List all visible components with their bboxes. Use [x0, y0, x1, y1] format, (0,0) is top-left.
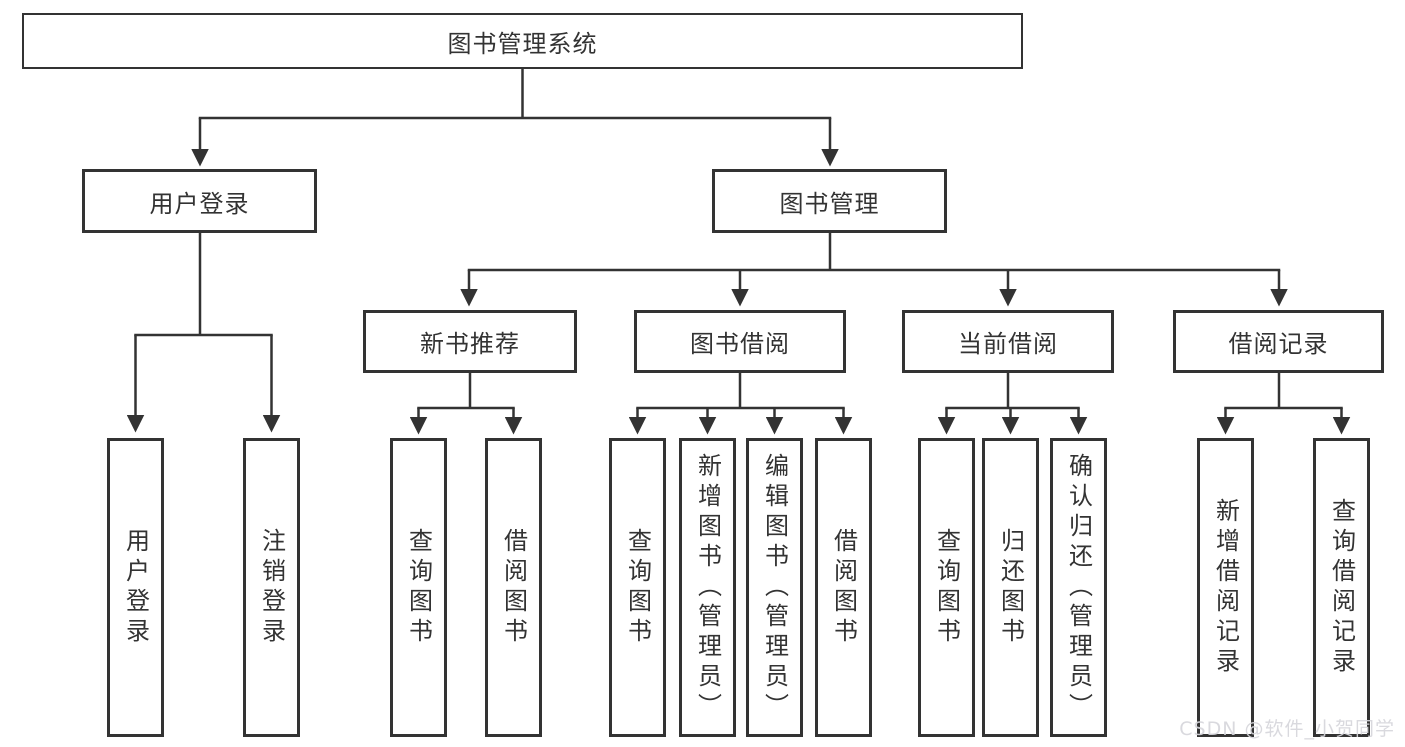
node-user-login-label: 用户登录	[149, 189, 250, 218]
leaf-edit-books-admin: 编辑图书（管理员）	[746, 438, 803, 737]
leaf-return-books-label: 归还图书	[996, 527, 1025, 648]
leaf-query-borrow-record-label: 查询借阅记录	[1327, 497, 1356, 678]
leaf-recommend-query-books: 查询图书	[390, 438, 447, 737]
node-current-borrow-label: 当前借阅	[958, 330, 1058, 358]
node-book-management-label: 图书管理	[779, 189, 880, 218]
leaf-add-books-admin: 新增图书（管理员）	[679, 438, 736, 737]
leaf-borrow-books-label: 借阅图书	[829, 527, 858, 648]
node-new-book-recommend: 新书推荐	[363, 310, 577, 373]
node-book-borrow: 图书借阅	[634, 310, 846, 373]
leaf-logout-label: 注销登录	[257, 527, 286, 648]
leaf-add-books-admin-label: 新增图书（管理员）	[693, 452, 722, 723]
leaf-user-login-label: 用户登录	[121, 527, 150, 648]
watermark: CSDN @软件_小贺同学	[1179, 718, 1395, 740]
node-root: 图书管理系统	[22, 13, 1023, 69]
leaf-borrow-query-books: 查询图书	[609, 438, 666, 737]
node-new-book-recommend-label: 新书推荐	[420, 330, 520, 358]
leaf-current-query-books: 查询图书	[918, 438, 975, 737]
leaf-add-borrow-record: 新增借阅记录	[1197, 438, 1254, 737]
leaf-recommend-query-books-label: 查询图书	[404, 527, 433, 648]
leaf-logout: 注销登录	[243, 438, 300, 737]
leaf-edit-books-admin-label: 编辑图书（管理员）	[760, 452, 789, 723]
leaf-confirm-return-admin: 确认归还（管理员）	[1050, 438, 1107, 737]
node-book-borrow-label: 图书借阅	[690, 330, 790, 358]
node-borrow-records-label: 借阅记录	[1228, 330, 1329, 358]
leaf-query-borrow-record: 查询借阅记录	[1313, 438, 1370, 737]
node-root-label: 图书管理系统	[447, 29, 598, 58]
node-borrow-records: 借阅记录	[1173, 310, 1384, 373]
leaf-add-borrow-record-label: 新增借阅记录	[1211, 497, 1240, 678]
leaf-return-books: 归还图书	[982, 438, 1039, 737]
leaf-confirm-return-admin-label: 确认归还（管理员）	[1064, 452, 1093, 723]
node-user-login-module: 用户登录	[82, 169, 317, 233]
node-book-management: 图书管理	[712, 169, 947, 233]
leaf-borrow-query-books-label: 查询图书	[623, 527, 652, 648]
leaf-recommend-borrow-books: 借阅图书	[485, 438, 542, 737]
leaf-user-login: 用户登录	[107, 438, 164, 737]
leaf-recommend-borrow-books-label: 借阅图书	[499, 527, 528, 648]
leaf-current-query-books-label: 查询图书	[932, 527, 961, 648]
leaf-borrow-books: 借阅图书	[815, 438, 872, 737]
node-current-borrow: 当前借阅	[902, 310, 1114, 373]
